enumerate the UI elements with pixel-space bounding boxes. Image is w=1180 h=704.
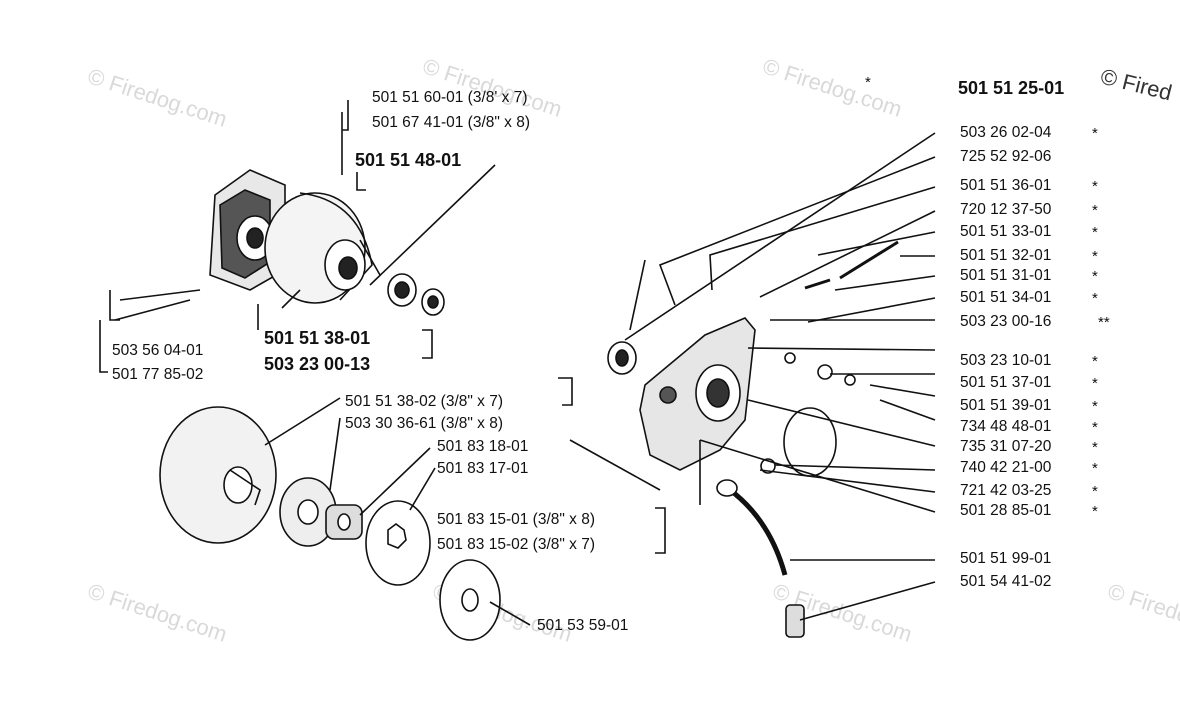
header-marker: * <box>865 74 871 91</box>
drum-a-label: 501 51 38-02 (3/8" x 7) <box>345 393 504 410</box>
part-marker: * <box>1092 439 1098 456</box>
part-number-label: 735 31 07-20 <box>960 438 1052 455</box>
clutch-ratio-b-label: 501 67 41-01 (3/8" x 8) <box>372 114 531 131</box>
part-number-label: 501 28 85-01 <box>960 502 1052 519</box>
plunger-graphic <box>804 240 899 290</box>
bearing-a-label: 501 83 18-01 <box>437 438 529 455</box>
clutch-shoe-graphic <box>209 169 286 291</box>
part-number-label: 720 12 37-50 <box>960 201 1052 218</box>
part-marker: * <box>1092 202 1098 219</box>
washer-label: 501 53 59-01 <box>537 617 629 634</box>
washer-graphic <box>439 559 501 641</box>
needle-bearing-graphic <box>387 273 445 316</box>
part-number-label: 740 42 21-00 <box>960 459 1052 476</box>
part-marker: * <box>1092 125 1098 142</box>
part-number-label: 725 52 92-06 <box>960 148 1052 165</box>
clutch-ratio-a-label: 501 51 60-01 (3/8' x 7) <box>372 89 528 106</box>
part-marker: * <box>1092 375 1098 392</box>
oil-hose-graphic <box>716 479 788 576</box>
part-number-label: 503 23 10-01 <box>960 352 1052 369</box>
part-marker: * <box>1092 268 1098 285</box>
part-number-label: 501 51 36-01 <box>960 177 1052 194</box>
sprocket-b-label: 501 83 15-02 (3/8" x 7) <box>437 536 596 553</box>
part-marker: * <box>1092 503 1098 520</box>
rim-sprocket-graphic <box>365 500 431 586</box>
part-number-label: 501 54 41-02 <box>960 573 1052 590</box>
header-part-number: 501 51 25-01 <box>958 78 1065 98</box>
part-marker: * <box>1092 419 1098 436</box>
clutch-assembly-label: 501 51 48-01 <box>355 150 462 170</box>
needle-bearing-2-graphic <box>325 504 363 540</box>
oil-filter-graphic <box>785 604 805 638</box>
clutch-part-d-label: 501 77 85-02 <box>112 366 204 383</box>
part-marker: ** <box>1098 314 1110 331</box>
part-number-label: 503 26 02-04 <box>960 124 1052 141</box>
part-number-label: 501 51 39-01 <box>960 397 1052 414</box>
spur-sprocket-graphic <box>279 477 337 547</box>
sprocket-drum-graphic <box>159 406 277 544</box>
part-marker: * <box>1092 224 1098 241</box>
oil-pump-housing-graphic <box>639 317 756 471</box>
part-marker: * <box>1092 290 1098 307</box>
part-number-label: 721 42 03-25 <box>960 482 1052 499</box>
part-number-label: 503 23 00-16 <box>960 313 1052 330</box>
clutch-part-a-label: 501 51 38-01 <box>264 328 371 348</box>
part-number-label: 501 51 33-01 <box>960 223 1052 240</box>
bearing-b-label: 501 83 17-01 <box>437 460 529 477</box>
part-number-label: 734 48 48-01 <box>960 418 1052 435</box>
part-marker: * <box>1092 483 1098 500</box>
seal-ring-graphic <box>607 341 637 375</box>
part-number-label: 501 51 32-01 <box>960 247 1052 264</box>
part-marker: * <box>1092 248 1098 265</box>
part-marker: * <box>1092 178 1098 195</box>
part-number-label: 501 51 99-01 <box>960 550 1052 567</box>
part-number-label: 501 51 34-01 <box>960 289 1052 306</box>
drum-b-label: 503 30 36-61 (3/8" x 8) <box>345 415 504 432</box>
part-marker: * <box>1092 353 1098 370</box>
clutch-part-c-label: 503 56 04-01 <box>112 342 204 359</box>
clutch-part-b-label: 503 23 00-13 <box>264 354 371 374</box>
clutch-drum-graphic <box>264 192 381 304</box>
part-marker: * <box>1092 460 1098 477</box>
part-number-label: 501 51 37-01 <box>960 374 1052 391</box>
sprocket-a-label: 501 83 15-01 (3/8" x 8) <box>437 511 596 528</box>
part-number-label: 501 51 31-01 <box>960 267 1052 284</box>
part-marker: * <box>1092 398 1098 415</box>
